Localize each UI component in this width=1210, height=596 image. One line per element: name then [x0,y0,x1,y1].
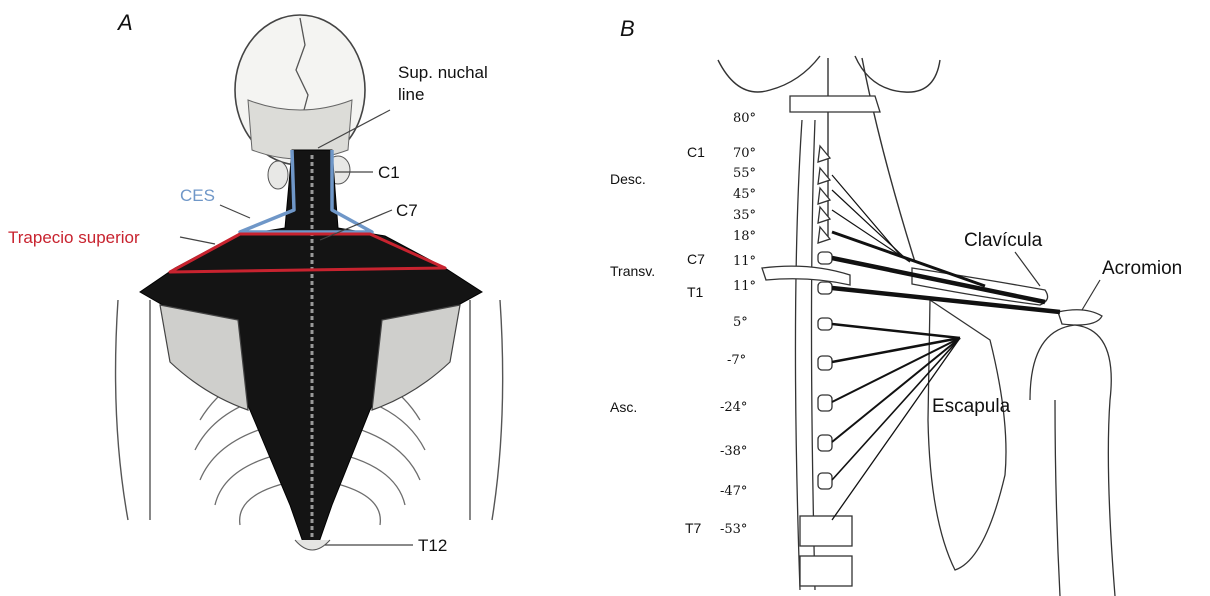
c1-level-label: C1 [687,144,705,160]
angle-label: -24° [720,400,747,415]
t7-level-label: T7 [685,520,702,536]
angle-label: 70° [733,146,756,161]
panel-a-letter: A [116,10,133,35]
desc-group-label: Desc. [610,171,646,187]
panel-b: B [610,16,1182,596]
escapula-label: Escapula [932,396,1011,417]
scapula-left [160,305,248,410]
t1-level-label: T1 [687,284,704,300]
asc-group-label: Asc. [610,399,637,415]
pelvis-tip [295,540,330,550]
clavicula-label: Clavícula [964,230,1043,251]
humerus [1030,325,1115,596]
angle-label: -47° [720,484,747,499]
angle-label: 80° [733,111,756,126]
acromion-label: Acromion [1102,258,1182,279]
acromion [1058,310,1102,325]
c7-label: C7 [396,201,418,220]
angle-label: 55° [733,166,756,181]
t12-label: T12 [418,536,447,555]
angle-label: 11° [733,254,756,269]
angle-label: -53° [720,522,747,537]
angle-label: 18° [733,229,756,244]
neck-outline [828,58,915,262]
ces-label: CES [180,186,215,205]
trapecio-superior-label: Trapecio superior [8,228,140,247]
scapula-right [372,305,460,410]
vertebral-column [762,96,880,590]
angle-label: 35° [733,208,756,223]
sup-nuchal-label-line1: Sup. nuchal [398,63,488,82]
c7-level-label: C7 [687,251,705,267]
scapula [928,300,1006,570]
c1-label: C1 [378,163,400,182]
angle-label: 45° [733,187,756,202]
sup-nuchal-label-line2: line [398,85,424,104]
panel-b-letter: B [620,16,635,41]
transv-group-label: Transv. [610,263,655,279]
angle-labels: 80° 70° 55° 45° 35° 18° 11° 11° 5° -7° -… [720,111,756,537]
head-outline [718,56,940,92]
angle-label: -7° [727,353,746,368]
angle-label: 11° [733,279,756,294]
angle-label: 5° [733,315,748,330]
angle-label: -38° [720,444,747,459]
panel-a: A [8,10,503,555]
